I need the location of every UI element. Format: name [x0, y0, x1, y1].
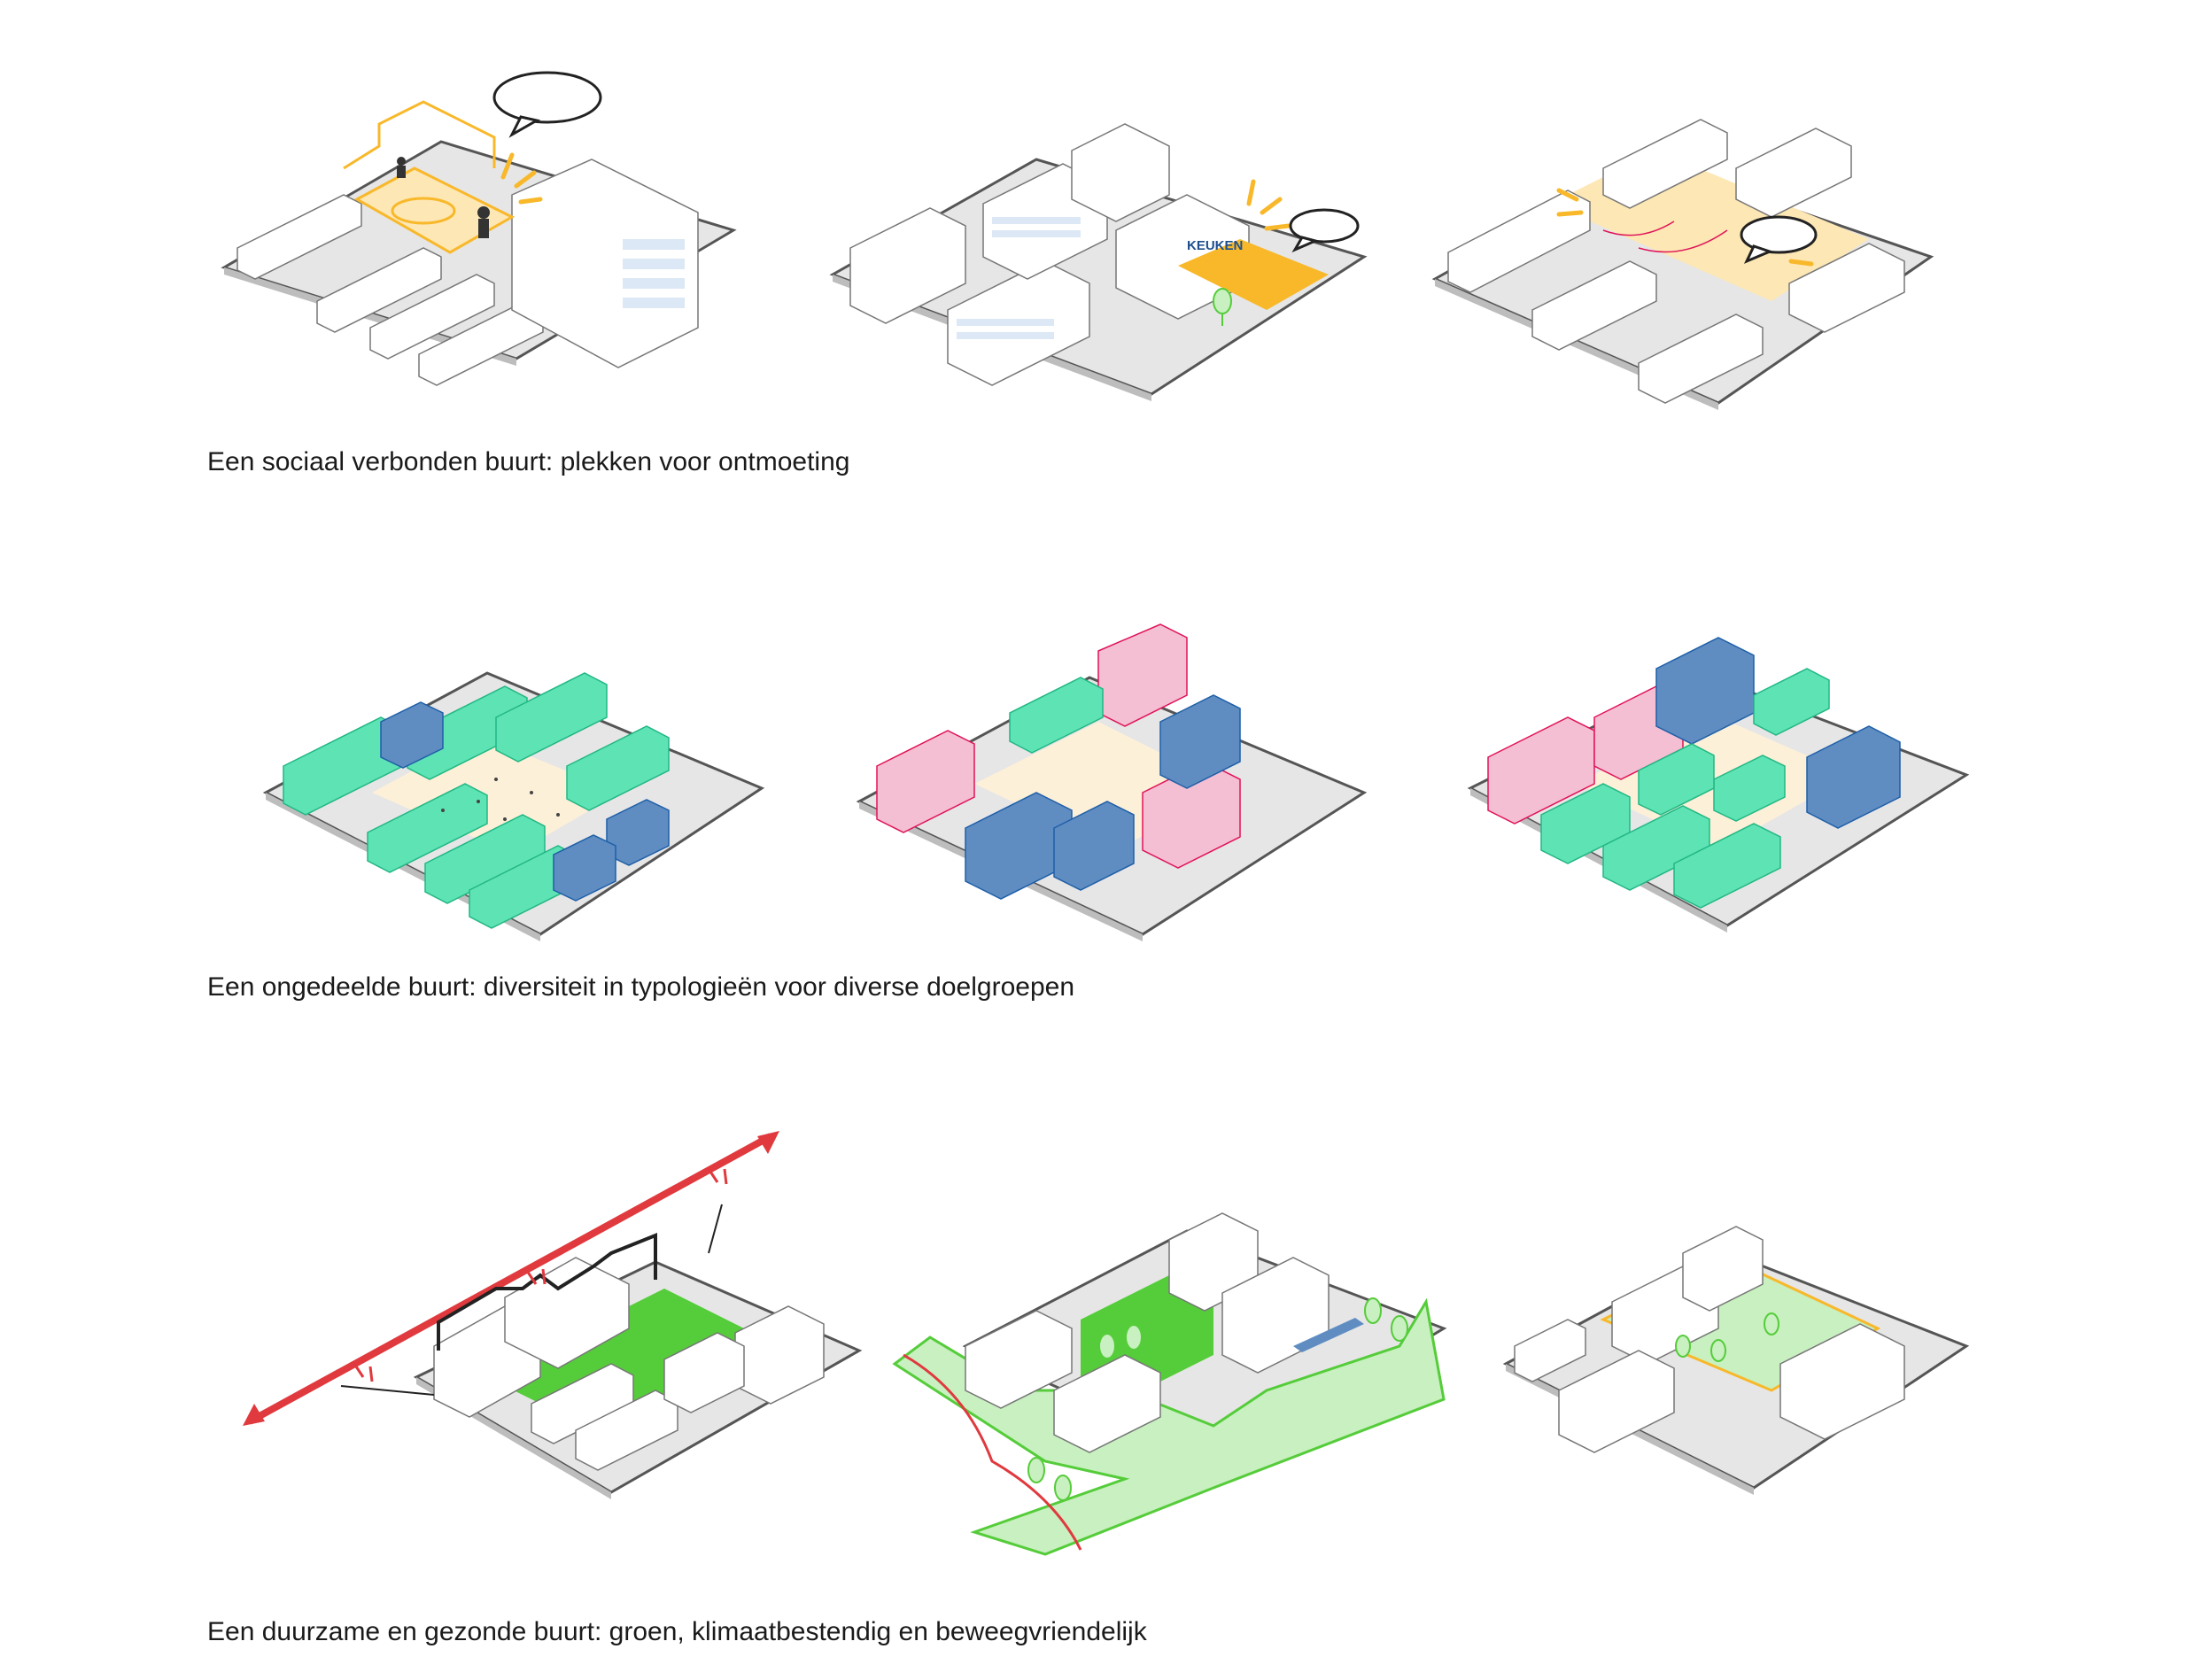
sun-burst-icon [500, 152, 543, 205]
sun-burst-icon [1246, 179, 1291, 231]
diagram-diversity-2 [856, 623, 1368, 952]
noise-icon [353, 1168, 728, 1382]
arrow-icon [243, 1131, 779, 1426]
person-icon [477, 206, 490, 238]
tree-icon [1710, 1339, 1726, 1362]
diagram-diversity-1 [262, 633, 765, 952]
row-caption-social: Een sociaal verbonden buurt: plekken voo… [207, 447, 850, 476]
person-icon [397, 157, 406, 178]
tree-icon [1027, 1457, 1045, 1483]
diagram-social-1 [220, 62, 737, 399]
row-caption-green: Een duurzame en gezonde buurt: groen, kl… [207, 1617, 1147, 1646]
tree-icon [1391, 1315, 1408, 1342]
diagram-green-2 [892, 1212, 1461, 1568]
speech-bubble-icon [492, 71, 602, 138]
tree-icon [1054, 1475, 1072, 1501]
diagram-social-3 [1431, 106, 1934, 425]
tree-icon [1213, 288, 1232, 326]
tree-icon [1675, 1335, 1691, 1358]
speech-bubble-icon [1740, 215, 1818, 264]
tree-icon [1364, 1297, 1382, 1324]
tree-icon [1098, 1333, 1116, 1359]
diagram-green-3 [1502, 1213, 1970, 1532]
tree-icon [1125, 1324, 1143, 1351]
diagram-social-2: KEUKEN [829, 97, 1368, 416]
speech-bubble-icon [1289, 208, 1360, 253]
row-caption-diversity: Een ongedeelde buurt: diversiteit in typ… [207, 972, 1074, 1002]
kitchen-sign: KEUKEN [1187, 238, 1243, 253]
diagram-green-1 [239, 1120, 877, 1510]
tree-icon [1764, 1312, 1779, 1335]
diagram-diversity-3 [1467, 624, 1970, 952]
